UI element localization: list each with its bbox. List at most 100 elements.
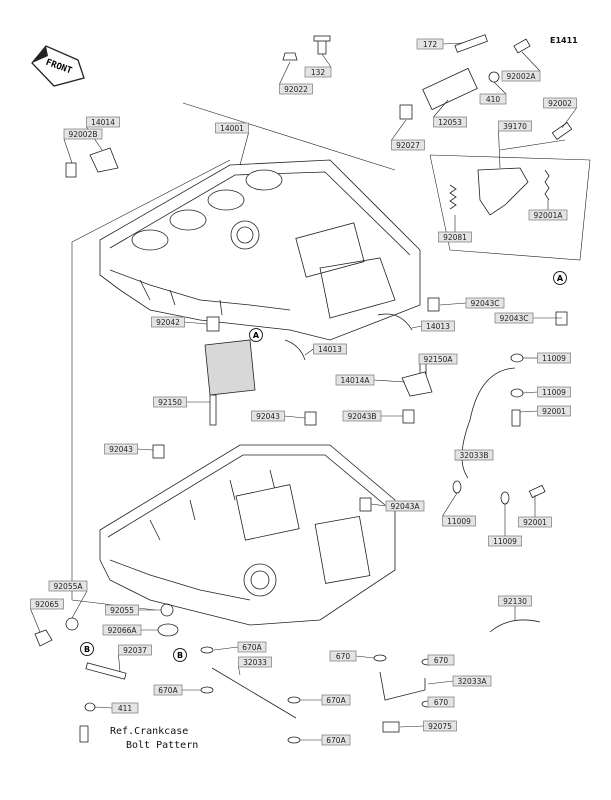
part-number: 14014A xyxy=(341,376,371,385)
lower-crankcase xyxy=(99,444,396,626)
part-label-box xyxy=(279,83,313,95)
part-label: 92150 xyxy=(153,396,187,408)
part-label: 92066A xyxy=(102,624,142,636)
part-number: 92081 xyxy=(443,233,467,242)
part-number: 92043 xyxy=(109,445,133,454)
part-label-box xyxy=(418,353,458,365)
part-number: 92065 xyxy=(35,600,59,609)
part-label-box xyxy=(63,128,103,140)
part-number: 670 xyxy=(336,652,351,661)
part-label-box xyxy=(537,352,571,364)
part-label-box xyxy=(105,604,139,616)
part-label: 92055 xyxy=(105,604,139,616)
leader-line xyxy=(71,590,88,619)
part-label: 92037 xyxy=(118,644,152,656)
leader-line xyxy=(63,138,73,164)
part-label-box xyxy=(104,443,138,455)
part-label: 92022 xyxy=(279,83,313,95)
part-label: 92002B xyxy=(63,128,103,140)
part-number: 11009 xyxy=(542,388,566,397)
leader-line xyxy=(373,379,406,383)
part-number: 92002B xyxy=(68,130,97,139)
part-label-box xyxy=(465,297,505,309)
leader-line xyxy=(279,61,291,85)
part-label-box xyxy=(501,70,541,82)
callout-a: A xyxy=(553,271,567,285)
part-label: 92043 xyxy=(251,410,285,422)
part-number: 92150 xyxy=(158,398,182,407)
part-label-box xyxy=(391,139,425,151)
part-label: 92043 xyxy=(104,443,138,455)
part-label-box xyxy=(215,122,249,134)
part-label: 32033B xyxy=(454,449,494,461)
leader-line xyxy=(284,415,306,419)
leader-line xyxy=(493,81,507,95)
callout-a: A xyxy=(249,328,263,342)
part-label-box xyxy=(329,650,357,662)
part-label: 92001 xyxy=(518,516,552,528)
part-label: 172 xyxy=(416,38,444,50)
part-label-box xyxy=(237,641,267,653)
part-number: 92001 xyxy=(523,518,547,527)
callout-letter: B xyxy=(177,651,183,660)
leader-line xyxy=(238,666,241,676)
part-label: 92043C xyxy=(494,312,534,324)
part-number: 92027 xyxy=(396,141,420,150)
part-label-box xyxy=(452,675,492,687)
part-label-box xyxy=(421,320,455,332)
part-label-box xyxy=(479,93,507,105)
part-label-box xyxy=(537,386,571,398)
callout-b: B xyxy=(80,642,94,656)
part-label: 11009 xyxy=(488,535,522,547)
part-label: 410 xyxy=(479,93,507,105)
part-number: 11009 xyxy=(493,537,517,546)
part-label-box xyxy=(454,449,494,461)
part-label: 92055A xyxy=(48,580,88,592)
part-number: 32033B xyxy=(459,451,488,460)
part-number: 132 xyxy=(311,68,326,77)
part-number: 92055 xyxy=(110,606,134,615)
callout-circle xyxy=(173,648,187,662)
leader-line xyxy=(399,725,424,728)
part-label: 12053 xyxy=(433,116,467,128)
part-label: 670 xyxy=(329,650,357,662)
leader-line xyxy=(522,391,538,394)
part-label: 411 xyxy=(111,702,139,714)
leader-line xyxy=(391,119,407,141)
leader-line xyxy=(439,302,467,306)
part-number: 92001 xyxy=(542,407,566,416)
leader-line xyxy=(411,325,422,329)
part-label: 92001A xyxy=(528,209,568,221)
part-label-box xyxy=(498,120,532,132)
part-label-box xyxy=(313,343,347,355)
part-label: 92065 xyxy=(30,598,64,610)
leader-line xyxy=(118,654,121,673)
part-label: 670A xyxy=(237,641,267,653)
leader-line xyxy=(442,42,464,45)
part-number: 670 xyxy=(434,656,449,665)
part-label-box xyxy=(118,644,152,656)
leader-line xyxy=(213,646,239,651)
part-label: 92043A xyxy=(385,500,425,512)
part-label: 92002 xyxy=(543,97,577,109)
part-label-box xyxy=(48,580,88,592)
part-label: 92043B xyxy=(342,410,382,422)
leader-line xyxy=(519,410,538,413)
leader-line xyxy=(94,706,113,709)
part-number: 92043C xyxy=(499,314,528,323)
callout-b: B xyxy=(173,648,187,662)
part-label-box xyxy=(86,116,120,128)
leader-line xyxy=(433,99,449,118)
part-label-box xyxy=(427,696,455,708)
part-label-box xyxy=(433,116,467,128)
part-number: 92002A xyxy=(507,72,537,81)
part-label-box xyxy=(385,500,425,512)
ref-line-1: Ref.Crankcase xyxy=(110,726,188,737)
leader-line xyxy=(427,680,454,685)
part-label-box xyxy=(304,66,332,78)
part-number: 670A xyxy=(242,643,262,652)
part-number: 14013 xyxy=(426,322,450,331)
part-label-box xyxy=(111,702,139,714)
